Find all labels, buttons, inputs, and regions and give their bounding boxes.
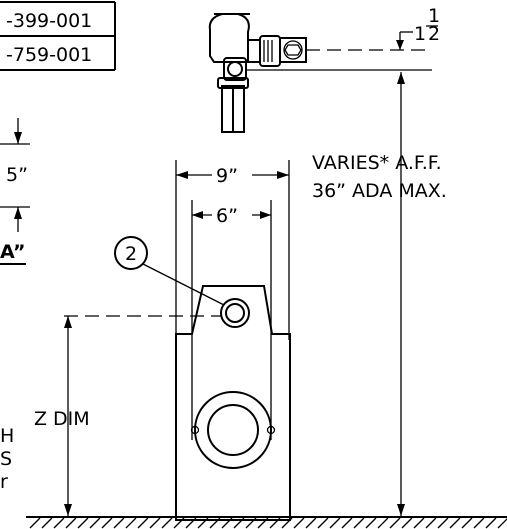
floor-hatch-line (425, 517, 437, 529)
floor-hatch-line (161, 517, 173, 529)
floor-hatch-line (197, 517, 209, 529)
floor-hatch-line (377, 517, 389, 529)
z-dimension: Z DIM (34, 316, 90, 516)
floor-hatch-line (317, 517, 329, 529)
inner-width-dimension: 6” (191, 200, 272, 440)
floor-hatch-line (65, 517, 77, 529)
flush-valve-icon (208, 13, 307, 133)
valve-offset-dimension: 1 1 2 (396, 5, 440, 50)
floor-hatch-line (353, 517, 365, 529)
part-number-1: -399-001 (6, 10, 92, 32)
floor-hatch-line (149, 517, 161, 529)
inner-width-label: 6” (216, 205, 238, 227)
floor-hatch-line (77, 517, 89, 529)
floor-hatch-line (281, 517, 293, 529)
part-number-2: -759-001 (6, 44, 92, 66)
offset-whole: 1 (414, 23, 426, 45)
floor-hatch-line (221, 517, 233, 529)
floor-hatch-line (449, 517, 461, 529)
callout-number: 2 (125, 243, 137, 265)
callout-2: 2 (114, 236, 225, 306)
floor-hatch-line (305, 517, 317, 529)
left-dimension-label: 5” (6, 164, 28, 186)
floor-hatch-line (29, 517, 41, 529)
floor-hatch-line (461, 517, 473, 529)
partial-note-3: r (0, 471, 8, 493)
floor-hatch-line (437, 517, 449, 529)
floor-hatch-line (125, 517, 137, 529)
left-dimension: 5” (0, 118, 30, 232)
floor-hatch-line (269, 517, 281, 529)
floor-hatch-line (137, 517, 149, 529)
view-label: A” (0, 241, 26, 265)
outer-width-dimension: 9” (175, 160, 290, 340)
varies-aff-dimension: VARIES* A.F.F. 36” ADA MAX. (312, 72, 447, 516)
partial-note-1: H (0, 425, 14, 447)
floor-hatch-line (413, 517, 425, 529)
floor-hatch-line (101, 517, 113, 529)
floor-hatch-line (185, 517, 197, 529)
floor-line (26, 516, 507, 529)
floor-hatch-line (89, 517, 101, 529)
floor-hatch-line (173, 517, 185, 529)
floor-hatch-line (401, 517, 413, 529)
floor-hatch-line (341, 517, 353, 529)
part-number-table: -399-001 -759-001 (0, 1, 116, 71)
floor-hatch-line (329, 517, 341, 529)
floor-hatch-line (473, 517, 485, 529)
floor-hatch-line (293, 517, 305, 529)
floor-hatch-line (113, 517, 125, 529)
floor-hatch-line (389, 517, 401, 529)
floor-hatch-line (209, 517, 221, 529)
varies-line-2: 36” ADA MAX. (312, 180, 447, 202)
floor-hatch-line (41, 517, 53, 529)
floor-hatch-line (233, 517, 245, 529)
offset-denominator: 2 (428, 23, 440, 45)
offset-numerator: 1 (428, 5, 440, 27)
floor-hatch-line (365, 517, 377, 529)
view-label-text: A” (0, 241, 25, 263)
floor-hatch-line (53, 517, 65, 529)
floor-hatch-line (257, 517, 269, 529)
floor-hatch-line (485, 517, 497, 529)
z-dim-label: Z DIM (34, 408, 90, 430)
fixture-body (175, 285, 291, 521)
varies-line-1: VARIES* A.F.F. (312, 152, 442, 174)
floor-hatch-line (497, 518, 507, 529)
partial-note-2: S (0, 448, 12, 470)
floor-hatch-line (245, 517, 257, 529)
outer-width-label: 9” (216, 165, 238, 187)
